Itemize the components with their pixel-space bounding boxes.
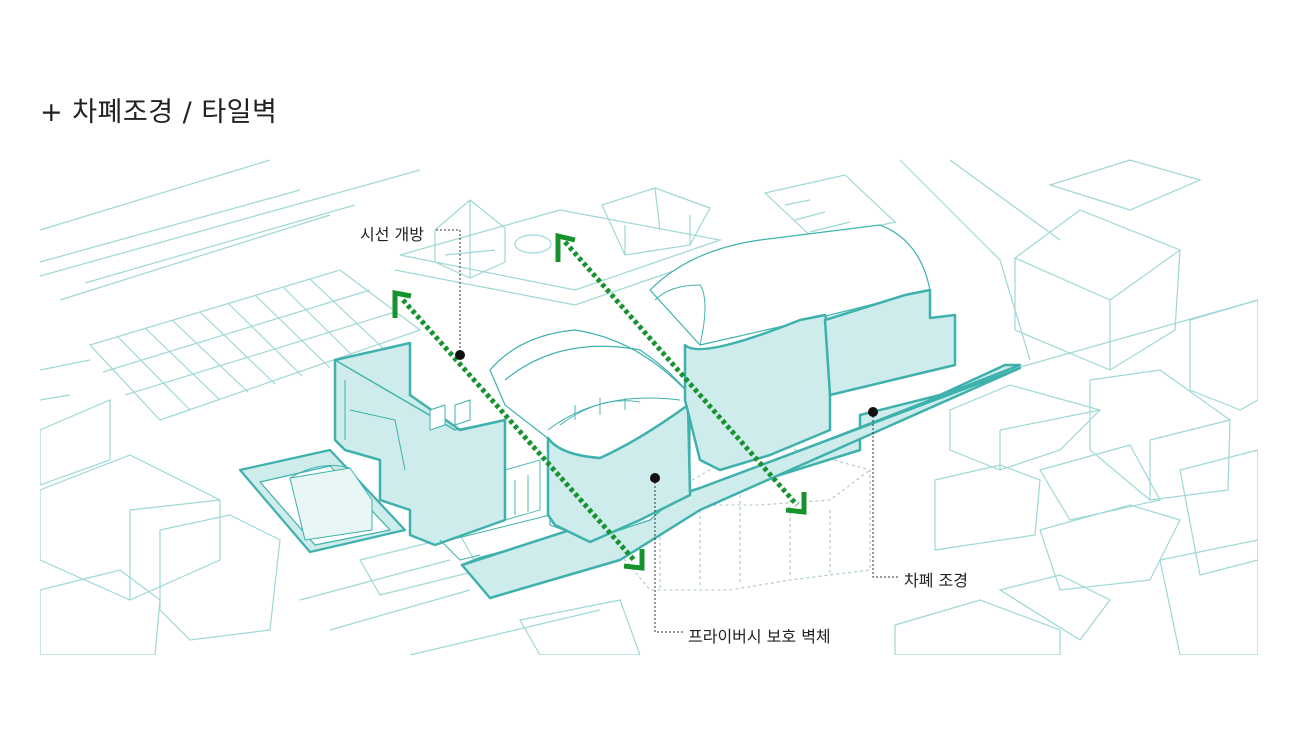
label-privacy-wall: 프라이버시 보호 벽체 <box>688 627 831 646</box>
sight-arrow-left <box>392 289 645 571</box>
page-title: + 차폐조경 / 타일벽 <box>40 97 278 128</box>
label-view-open: 시선 개방 <box>360 225 424 244</box>
leader-view-open <box>436 229 465 360</box>
label-screen-landscape: 차폐 조경 <box>904 571 968 590</box>
sight-arrow-right <box>555 232 807 515</box>
leader-privacy-wall <box>650 473 684 633</box>
leader-screen-landscape <box>868 407 900 578</box>
main-building <box>238 224 1022 600</box>
context-buildings <box>40 159 1258 655</box>
